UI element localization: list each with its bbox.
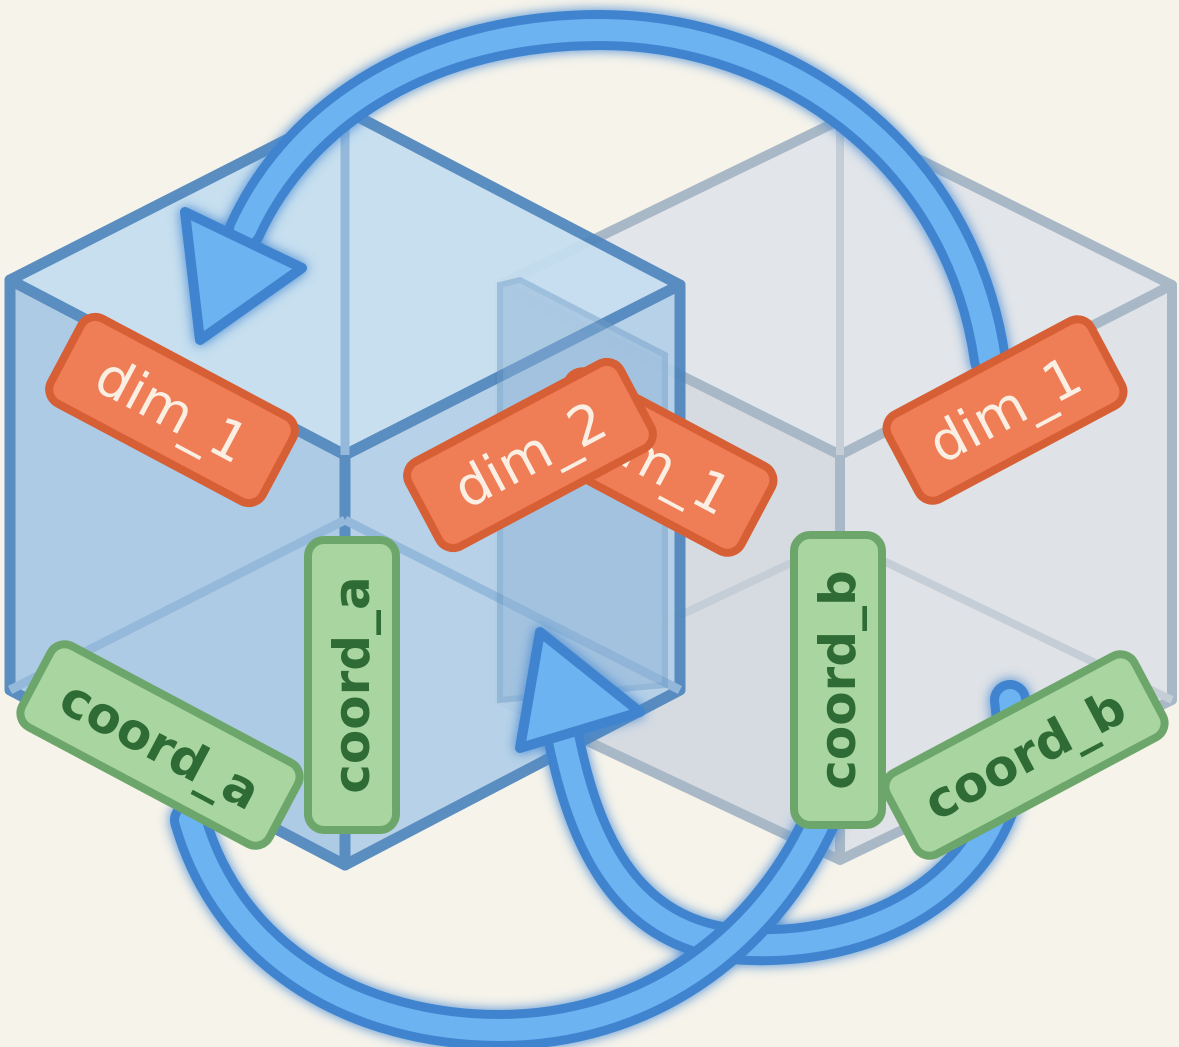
coord-label: coord_a: [304, 536, 400, 834]
coord-label: coord_b: [790, 531, 886, 829]
cube-a-hidden-edge: [342, 515, 683, 695]
coord-label-text: coord_a: [323, 576, 381, 794]
top-arrow-head: [180, 207, 307, 345]
bottom-arrow-head: [515, 627, 645, 753]
bottom-arrow-shaft: [179, 809, 831, 1042]
circular-arrow-icon: [180, 9, 1010, 380]
coord-label-text: coord_b: [809, 570, 867, 790]
top-arrow-shaft: [234, 18, 1001, 371]
